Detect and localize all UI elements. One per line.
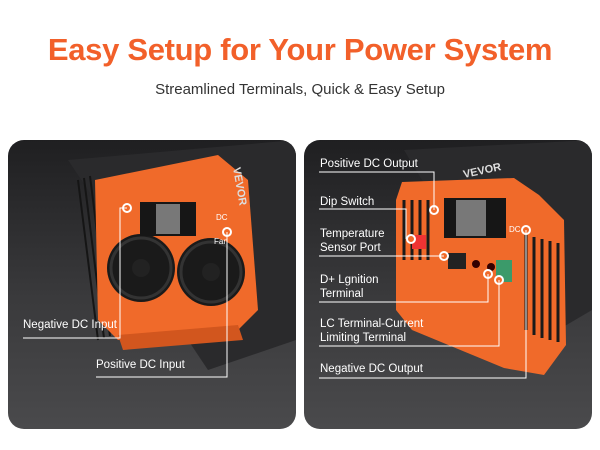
label-positive-dc-input: Positive DC Input xyxy=(96,359,185,371)
label-negative-dc-input: Negative DC Input xyxy=(23,319,117,331)
label-positive-dc-output: Positive DC Output xyxy=(320,158,418,170)
label-sensor-port: Sensor Port xyxy=(320,242,381,254)
label-lc-terminal: LC Terminal-Current xyxy=(320,318,424,330)
label-dip-switch: Dip Switch xyxy=(320,196,375,208)
label-d-plus-ignition: D+ Lgnition xyxy=(320,274,379,286)
page-subtitle: Streamlined Terminals, Quick & Easy Setu… xyxy=(155,81,445,98)
label-limiting-terminal: Limiting Terminal xyxy=(320,332,407,344)
label-terminal: Terminal xyxy=(320,288,364,300)
svg-text:DC: DC xyxy=(216,213,228,222)
label-temperature: Temperature xyxy=(320,228,385,240)
page-title: Easy Setup for Your Power System xyxy=(47,32,553,67)
charger-front-image: VEVOR DC Fan xyxy=(23,140,296,378)
right-panel: VEVOR DC Positive DC Output Dip Switch T… xyxy=(304,140,592,429)
svg-text:Fan: Fan xyxy=(214,237,228,246)
left-panel: VEVOR DC Fan Negative DC Input Positive … xyxy=(8,140,296,429)
charger-side-image: VEVOR DC xyxy=(319,140,592,379)
svg-text:DC: DC xyxy=(509,225,521,234)
label-negative-dc-output: Negative DC Output xyxy=(320,363,423,375)
